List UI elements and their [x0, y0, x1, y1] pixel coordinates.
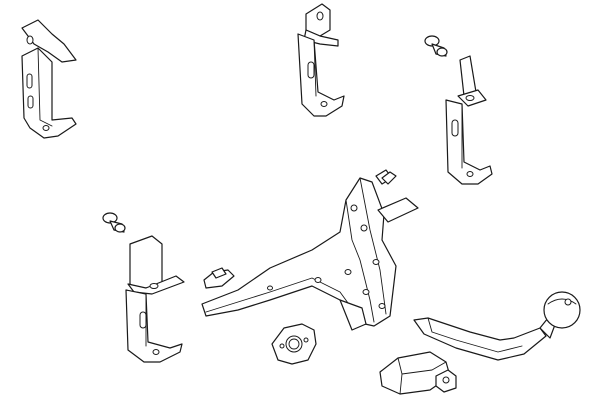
bolt-left [102, 212, 126, 233]
tow-frame [201, 169, 419, 331]
bracket-top-center [297, 3, 345, 117]
clip-nut-frame [203, 267, 235, 289]
receiver-housing [379, 351, 457, 395]
clip-nut-small [381, 171, 397, 185]
socket-plate [271, 323, 317, 365]
bracket-right [445, 55, 493, 185]
bracket-top-left [21, 19, 77, 139]
bolt-top [424, 35, 448, 57]
bracket-bottom-left [125, 235, 185, 363]
tow-ball-neck [413, 291, 581, 361]
